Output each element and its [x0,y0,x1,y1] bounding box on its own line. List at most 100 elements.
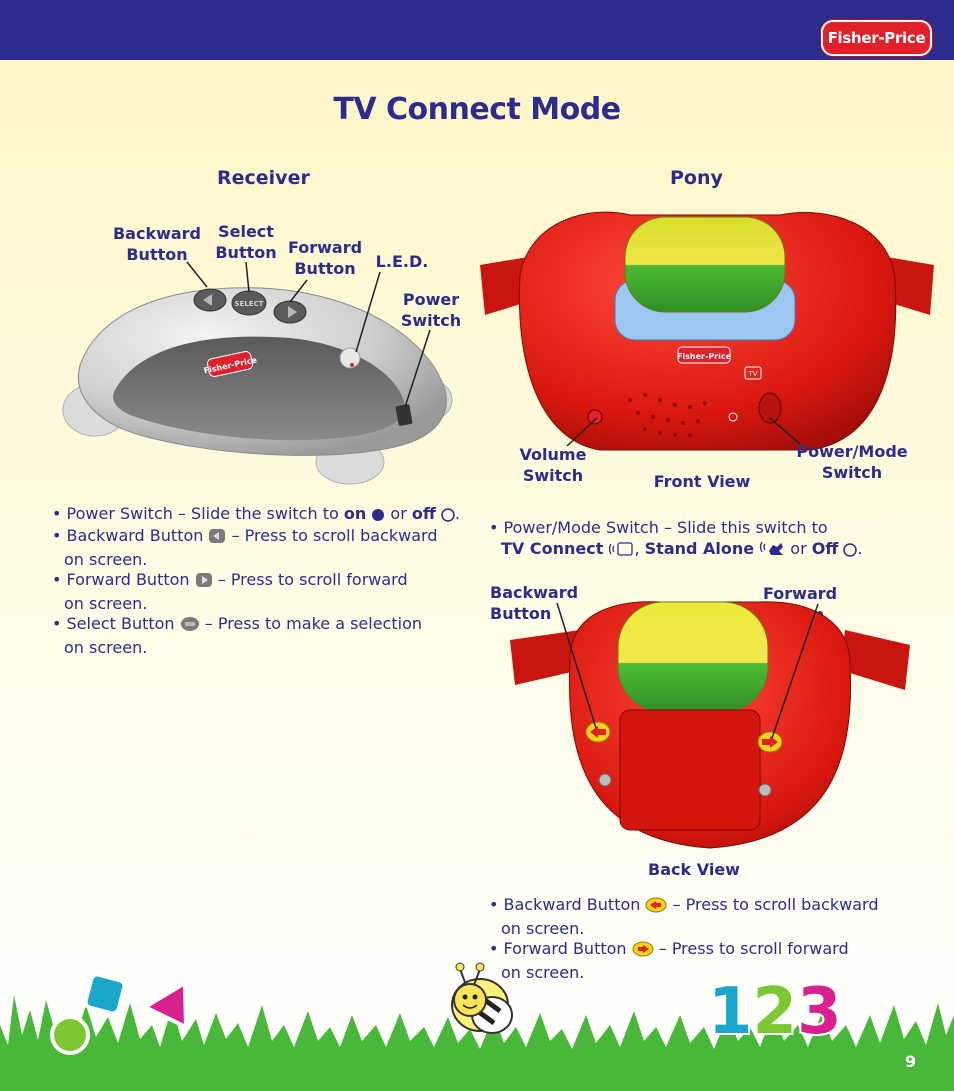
off-text: off [411,504,436,523]
screw-right [758,783,772,797]
footer-decoration: 123 [0,962,954,1091]
receiver-logo [207,351,253,377]
label-line: Select [218,222,274,241]
text: on screen. [501,919,585,938]
receiver-power-switch[interactable] [395,404,413,426]
text: on screen. [64,550,148,569]
bullet-power-switch: • Power Switch – Slide the switch to on … [52,503,460,527]
logo-text: Fisher-Price [827,29,926,47]
bee-character [451,962,513,1034]
receiver-backward-icon [208,528,226,549]
green-circle-shape [50,1015,90,1055]
label-line: Switch [400,311,462,330]
receiver-heading: Receiver [217,167,310,189]
text: or [385,504,412,523]
text: • Forward Button [52,570,195,589]
label-power-mode-switch: Power/Mode Switch [792,441,912,483]
receiver-select-icon [180,616,200,637]
text: • Forward Button [489,939,632,958]
bullet-pony-backward: • Backward Button – Press to scroll back… [489,894,879,939]
pony-back-roller-ball [617,601,769,713]
label-line: Button [294,259,356,278]
bullet-forward-button: • Forward Button – Press to scroll forwa… [52,569,408,614]
label-line: Button [215,243,277,262]
bullet-select-button: • Select Button – Press to make a select… [52,613,422,658]
label-line: Power [402,290,460,309]
pony-power-mode-switch[interactable] [758,392,782,424]
receiver-side-band [113,336,405,441]
empty-circle-icon [843,541,858,562]
text: • Power/Mode Switch – Slide this switch … [489,518,828,537]
battery-door [619,709,761,831]
pony-tv-badge [744,366,762,380]
pony-led [728,412,738,422]
header-bar [0,0,954,60]
grass [0,995,954,1091]
led-light [350,363,354,367]
pony-roller-ball [624,216,786,313]
bullet-backward-button: • Backward Button – Press to scroll back… [52,525,438,570]
label-front-view: Front View [653,472,751,491]
label-line: Switch [522,466,584,485]
text: . [454,504,461,523]
label-line: Power/Mode [796,442,908,461]
label-line: Forward [287,238,363,257]
stand-alone-text: Stand Alone [644,539,755,558]
label-backward-button: Backward Button [110,223,204,265]
receiver-illustration: Fisher-Price SELECT [62,287,453,485]
teal-square-shape [83,972,127,1016]
receiver-select-text: SELECT [235,300,264,308]
pony-logo-text: Fisher-Price [677,352,732,361]
tv-connect-text: TV Connect [501,539,604,558]
label-volume-switch: Volume Switch [512,444,594,486]
page-number: 9 [905,1052,917,1071]
label-line: Switch [821,463,883,482]
on-text: on [343,504,367,523]
arrow-left-icon [590,726,606,738]
page-title: TV Connect Mode [333,92,621,127]
text: • Select Button [52,614,180,633]
pony-logo [677,346,731,364]
text: – Press to scroll backward [667,895,879,914]
text: on screen. [501,963,585,982]
arrow-right-icon [288,306,297,318]
label-line: Volume [519,445,587,464]
receiver-led [339,347,361,369]
magenta-triangle-shape [143,981,188,1029]
pony-forward-icon [632,941,654,962]
stand-alone-icon [759,539,785,562]
numbers-123-shape: 123 [708,975,842,1049]
screw-left [598,773,612,787]
text: • Backward Button [489,895,646,914]
arrow-left-icon [203,294,212,306]
text: or [785,539,812,558]
label-led: L.E.D. [375,252,429,271]
label-line: Backward [112,224,202,243]
text: on screen. [64,594,148,613]
bullet-power-mode-switch: • Power/Mode Switch – Slide this switch … [489,517,863,562]
empty-circle-icon [441,506,455,527]
text: , [634,539,645,558]
filled-circle-icon [371,506,385,527]
pony-front-illustration: Fisher-Price TV [480,211,934,451]
text: • Power Switch – Slide the switch to [52,504,344,523]
tv-connect-icon [608,541,634,562]
speaker-grille [628,393,707,437]
pony-back-handle-right [840,630,910,690]
label-power-switch: Power Switch [398,289,464,331]
pony-heading: Pony [670,167,723,189]
pony-volume-switch[interactable] [587,409,603,425]
pony-backward-icon [645,897,667,918]
label-select-button: Select Button [214,221,278,263]
text: – Press to scroll forward [212,570,408,589]
text: • Backward Button [52,526,209,545]
off-text: Off [811,539,839,558]
text: – Press to make a selection [199,614,422,633]
pony-tv-text: TV [747,370,757,378]
label-forward-button: Forward Button [285,237,365,279]
label-back-view: Back View [648,860,740,879]
text: – Press to scroll backward [226,526,438,545]
receiver-forward-icon [195,572,213,593]
label-backward-button-back: Backward Button [490,583,579,623]
arrow-right-icon [762,736,778,748]
